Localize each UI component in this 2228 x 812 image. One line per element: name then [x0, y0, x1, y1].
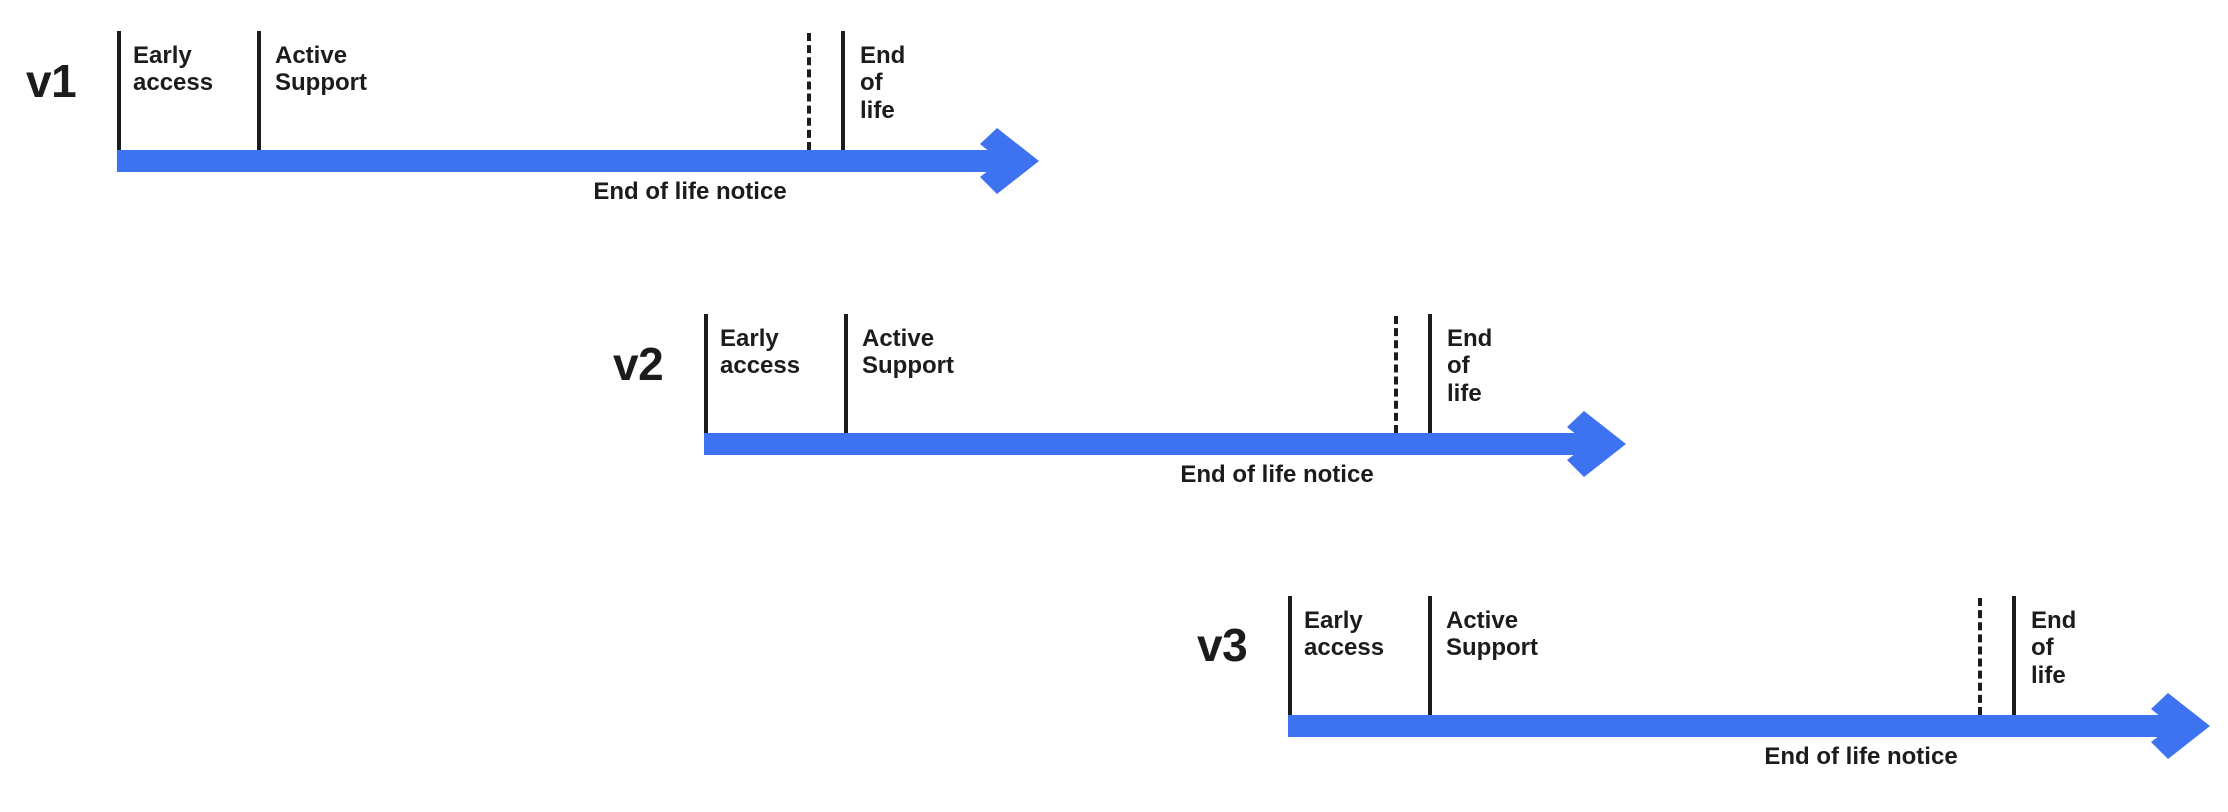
timeline-bar-v2 — [704, 433, 1611, 455]
phase-divider-end-of-life-v2 — [1428, 314, 1432, 433]
phase-divider-active-support-v2 — [844, 314, 848, 433]
timeline-bar-v3 — [1288, 715, 2195, 737]
phase-label-early-access-v3: Early access — [1304, 607, 1385, 662]
timeline-arrow-head-v3 — [2151, 693, 2210, 759]
phase-label-active-support-v1: Active Support — [275, 42, 367, 97]
phase-label-early-access-v2: Early access — [720, 325, 801, 380]
phase-divider-end-of-life-v1 — [841, 31, 845, 150]
phase-label-end-of-life-v3: End of life — [2031, 607, 2077, 689]
phase-label-early-access-v1: Early access — [133, 42, 214, 97]
phase-label-active-support-v2: Active Support — [862, 325, 954, 380]
phase-label-end-of-life-v2: End of life — [1447, 325, 1493, 407]
phase-divider-start-v2 — [704, 314, 708, 433]
phase-divider-active-support-v3 — [1428, 596, 1432, 715]
phase-divider-end-of-life-v3 — [2012, 596, 2016, 715]
version-label-v2: v2 — [613, 338, 664, 390]
timeline-arrow-head-v2 — [1567, 411, 1626, 477]
timeline-arrow-head-v1 — [980, 128, 1039, 194]
phase-divider-start-v3 — [1288, 596, 1292, 715]
version-label-v3: v3 — [1197, 619, 1248, 671]
notice-label-v1: End of life notice — [593, 178, 787, 205]
version-label-v1: v1 — [26, 55, 77, 107]
notice-divider-v3 — [1978, 598, 1982, 715]
notice-label-v2: End of life notice — [1180, 461, 1374, 488]
notice-divider-v1 — [807, 33, 811, 150]
phase-label-end-of-life-v1: End of life — [860, 42, 906, 124]
phase-divider-start-v1 — [117, 31, 121, 150]
notice-label-v3: End of life notice — [1764, 743, 1958, 770]
timeline-bar-v1 — [117, 150, 1024, 172]
phase-divider-active-support-v1 — [257, 31, 261, 150]
phase-label-active-support-v3: Active Support — [1446, 607, 1538, 662]
notice-divider-v2 — [1394, 316, 1398, 433]
